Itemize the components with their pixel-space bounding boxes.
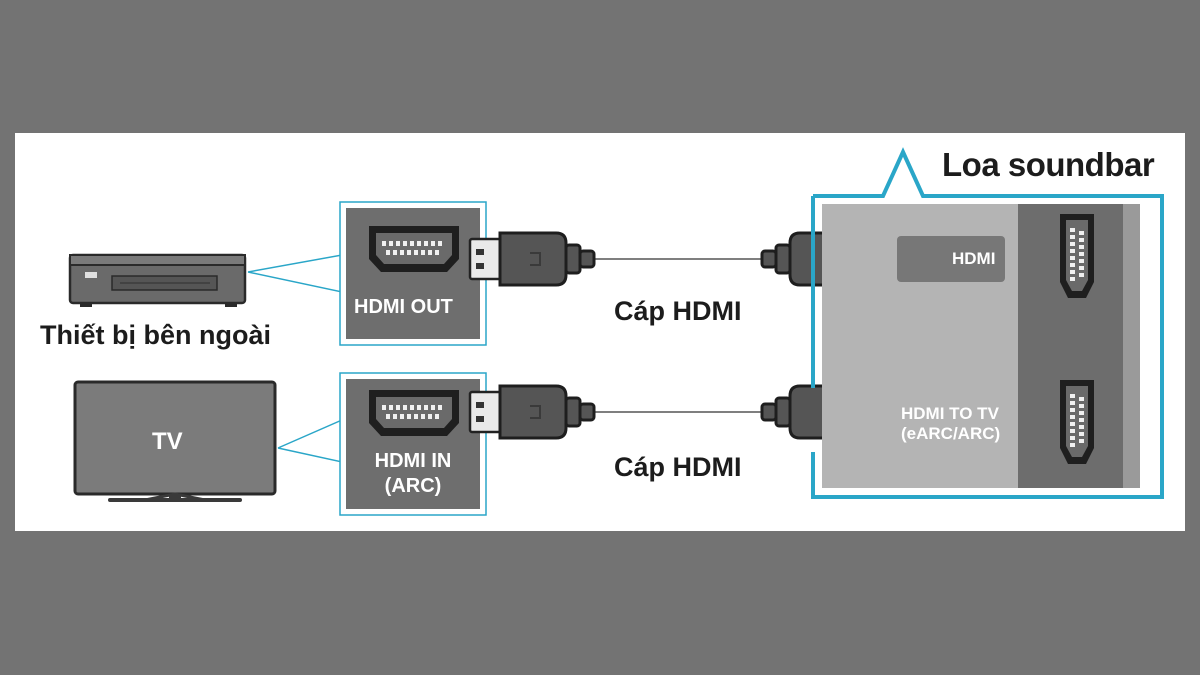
hdmi-port-icon — [1060, 214, 1094, 298]
blu-ray-player-icon — [68, 253, 247, 307]
hdmi-out-label: HDMI OUT — [354, 296, 453, 318]
soundbar-back-panel — [822, 204, 1140, 488]
external-device-label: Thiết bị bên ngoài — [40, 320, 271, 350]
hdmi-in-arc-label: HDMI IN (ARC) — [346, 449, 480, 499]
hdmi-port-icon — [369, 226, 459, 272]
hdmi-in-label-line2: (ARC) — [384, 475, 442, 497]
hdmi-in-arc-panel — [339, 372, 487, 516]
hdmi-to-tv-line2: (eARC/ARC) — [901, 424, 1001, 444]
tv-label: TV — [152, 428, 183, 455]
hdmi-out-panel — [339, 201, 487, 346]
hdmi-port-icon — [1060, 380, 1094, 464]
soundbar-title: Loa soundbar — [942, 146, 1155, 183]
hdmi-in-label-line1: HDMI IN — [374, 450, 452, 472]
tv-icon — [73, 380, 277, 502]
soundbar-hdmi-to-tv-label: HDMI TO TV (eARC/ARC) — [901, 404, 1000, 445]
cable-label-top: Cáp HDMI — [614, 296, 742, 326]
hdmi-to-tv-line1: HDMI TO TV — [901, 404, 999, 423]
cable-label-bottom: Cáp HDMI — [614, 452, 742, 482]
hdmi-port-icon — [369, 390, 459, 436]
soundbar-hdmi-label: HDMI — [952, 249, 996, 268]
